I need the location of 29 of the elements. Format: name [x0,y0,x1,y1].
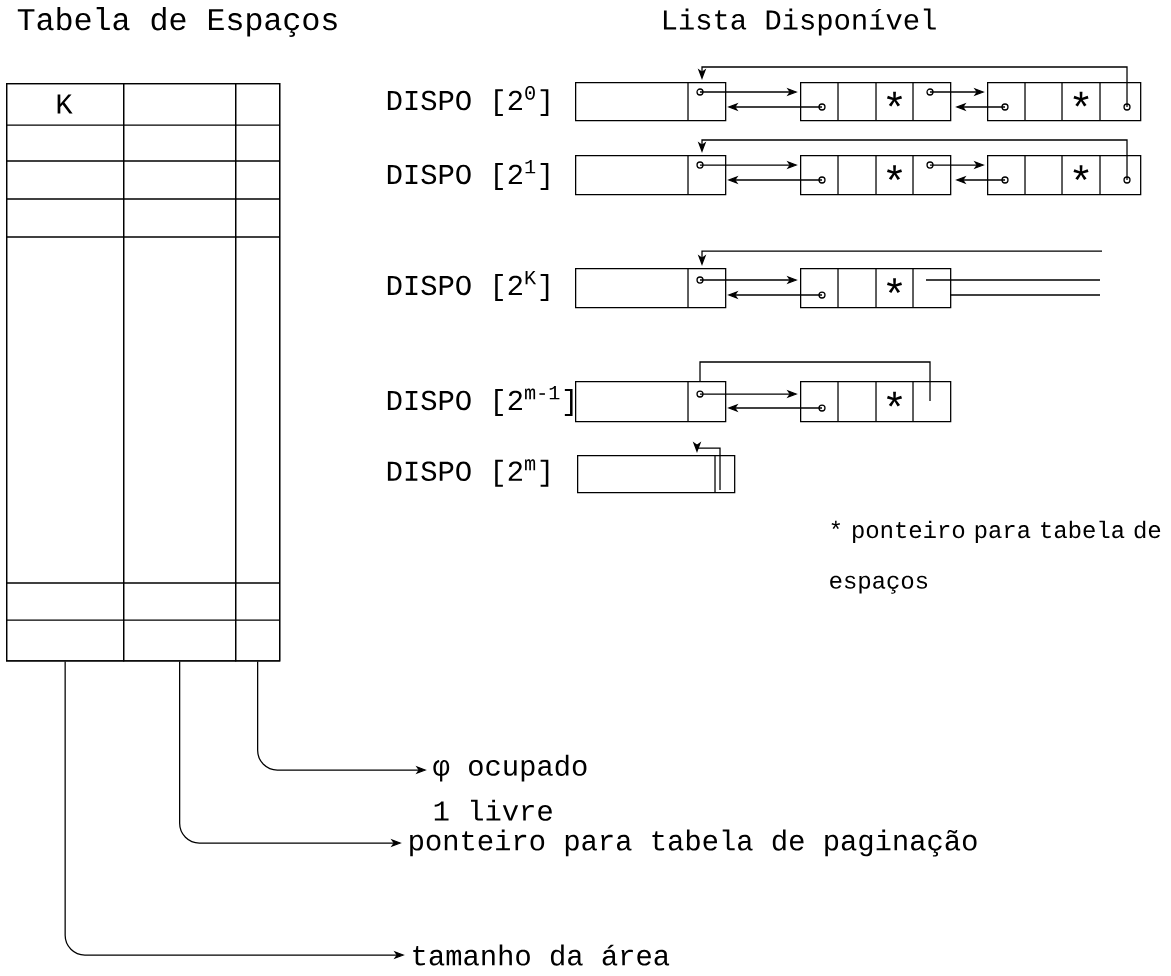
list-node-box: * [987,154,1142,196]
note: * ponteiro para tabela de espaços [830,520,1161,594]
list-node-box: * [800,81,952,122]
list-head-box [577,454,736,494]
legend-text: φ ocupado 1 livre [433,754,587,821]
array-label: DISPO [2$^{m}$] [387,459,549,487]
list-head-box [575,81,727,122]
table-column [123,83,237,662]
array-label: DISPO [2$^{1}$] [387,160,549,190]
array-label: DISPO [2$^{0}$] [387,86,549,117]
list-head-box [575,267,727,309]
list-node-box: * [800,154,952,196]
heading: Lista Disponível [663,8,936,36]
list-node-box: * [987,81,1142,122]
array-label: DISPO [2$^{K}$] [387,271,549,301]
table-heading: Tabela de Espaços [17,7,337,37]
list-node-box: * [800,380,952,423]
cell-text: K [57,94,73,114]
connector-line [699,361,931,402]
connector-line [949,294,1101,296]
list-head-box [575,380,727,423]
connector-line [925,279,1101,281]
list-node-box: * [800,267,952,309]
list-head-box [575,154,727,196]
leader-text: ponteiro para tabela de paginação [410,829,977,857]
table-column [6,83,125,662]
leader-text: tamanho da área [413,944,670,966]
array-label: DISPO [2$^{m-1}$] [387,386,573,416]
table-column [235,83,281,662]
